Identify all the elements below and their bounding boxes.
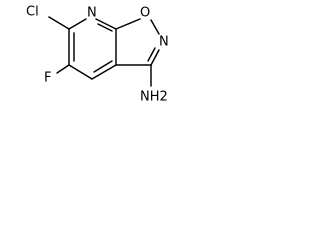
- bond-c3a-c4: [91, 64, 117, 80]
- bond-c6-n7: [68, 18, 87, 30]
- bond-c3a-c4-double: [93, 60, 113, 73]
- bond-o1-n2: [150, 19, 160, 35]
- bond-n2-c3: [150, 49, 160, 66]
- bond-n7-c7a: [95, 18, 117, 30]
- isoxazole-nitrogen-label: N: [159, 35, 169, 50]
- bond-c7a-o1: [115, 18, 141, 30]
- chemical-structure-diagram: Cl N O N F NH2: [0, 0, 192, 130]
- bond-n2-c3-double: [147, 47, 156, 62]
- chlorine-label: Cl: [26, 5, 39, 20]
- bonds: [48, 16, 160, 87]
- bond-c6-cl: [48, 16, 70, 30]
- bond-n7-c7a-double: [97, 23, 113, 32]
- ring-oxygen-label: O: [140, 6, 150, 21]
- atom-labels: Cl N O N F NH2: [26, 5, 169, 105]
- bond-c4-c5: [68, 64, 93, 80]
- bond-c5-f: [56, 64, 70, 74]
- amine-label: NH2: [140, 90, 168, 105]
- pyridine-nitrogen-label: N: [87, 6, 97, 21]
- fluorine-label: F: [44, 71, 51, 86]
- molecule-drawing: Cl N O N F NH2: [26, 5, 169, 105]
